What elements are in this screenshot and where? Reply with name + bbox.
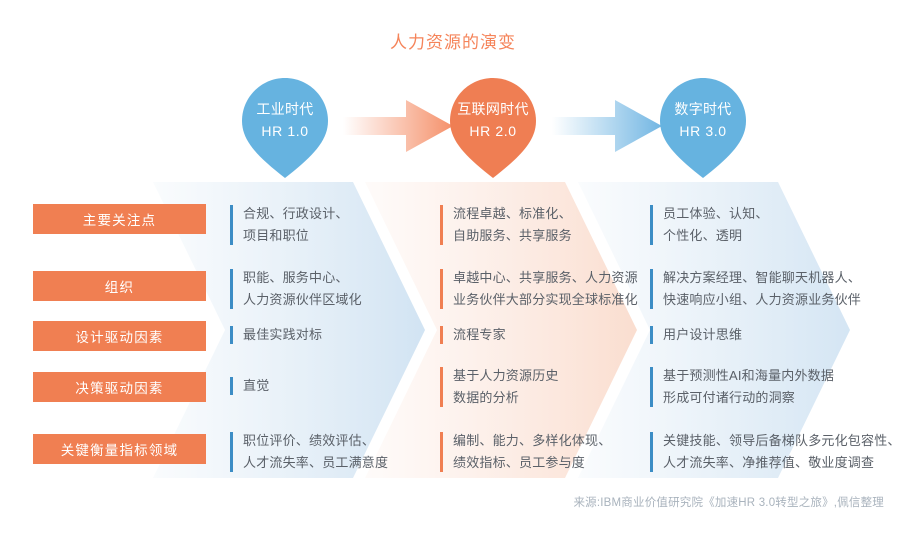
stage-pin-text: 互联网时代 HR 2.0: [450, 99, 536, 142]
map-pin-icon: [242, 78, 328, 178]
cell-text: 最佳实践对标: [243, 327, 323, 342]
cell-r1c2[interactable]: 流程卓越、标准化、 自助服务、共享服务: [440, 203, 572, 247]
cell-accent-bar: [650, 326, 653, 344]
cell-r5c1[interactable]: 职位评价、绩效评估、 人才流失率、员工满意度: [230, 430, 388, 474]
row-label-design-driver[interactable]: 设计驱动因素: [33, 321, 206, 351]
cell-text: 用户设计思维: [663, 327, 743, 342]
stage-pin-hr2[interactable]: 互联网时代 HR 2.0: [450, 78, 536, 178]
cell-r3c2[interactable]: 流程专家: [440, 324, 506, 346]
stage-pin-hr1[interactable]: 工业时代 HR 1.0: [242, 78, 328, 178]
cell-r5c3[interactable]: 关键技能、领导后备梯队多元化包容性、 人才流失率、净推荐值、敬业度调查: [650, 430, 901, 474]
row-label-decision-driver[interactable]: 决策驱动因素: [33, 372, 206, 402]
stage-version: HR 3.0: [679, 123, 727, 139]
cell-text: 职位评价、绩效评估、 人才流失率、员工满意度: [243, 433, 389, 470]
cell-r2c2[interactable]: 卓越中心、共享服务、人力资源 业务伙伴大部分实现全球标准化: [440, 267, 638, 311]
cell-accent-bar: [230, 205, 233, 245]
source-note: 来源:IBM商业价值研究院《加速HR 3.0转型之旅》,佩信整理: [573, 497, 884, 509]
cell-text: 编制、能力、多样化体现、 绩效指标、员工参与度: [453, 433, 612, 470]
cell-r3c3[interactable]: 用户设计思维: [650, 324, 742, 346]
cell-accent-bar: [230, 377, 233, 395]
cell-text: 流程卓越、标准化、 自助服务、共享服务: [453, 206, 572, 243]
connector-arrow-1: [343, 100, 453, 152]
cell-r3c1[interactable]: 最佳实践对标: [230, 324, 322, 346]
cell-accent-bar: [230, 432, 233, 472]
cell-r1c1[interactable]: 合规、行政设计、 项目和职位: [230, 203, 349, 247]
cell-accent-bar: [650, 205, 653, 245]
cell-text: 合规、行政设计、 项目和职位: [243, 206, 349, 243]
cell-accent-bar: [440, 269, 443, 309]
stage-name: 数字时代: [674, 101, 732, 117]
cell-accent-bar: [650, 367, 653, 407]
row-label-key-metrics[interactable]: 关键衡量指标领域: [33, 434, 206, 464]
stage-version: HR 2.0: [469, 123, 517, 139]
cell-text: 直觉: [243, 378, 270, 393]
row-label-organization[interactable]: 组织: [33, 271, 206, 301]
cell-r2c3[interactable]: 解决方案经理、智能聊天机器人、 快速响应小组、人力资源业务伙伴: [650, 267, 861, 311]
cell-text: 职能、服务中心、 人力资源伙伴区域化: [243, 270, 362, 307]
page-title: 人力资源的演变: [390, 33, 516, 52]
cell-accent-bar: [650, 432, 653, 472]
map-pin-icon: [450, 78, 536, 178]
cell-r4c1[interactable]: 直觉: [230, 375, 269, 397]
connector-arrow-2: [552, 100, 662, 152]
cell-accent-bar: [230, 269, 233, 309]
stage-pin-text: 数字时代 HR 3.0: [660, 99, 746, 142]
stage-pin-hr3[interactable]: 数字时代 HR 3.0: [660, 78, 746, 178]
cell-text: 解决方案经理、智能聊天机器人、 快速响应小组、人力资源业务伙伴: [663, 270, 862, 307]
cell-text: 关键技能、领导后备梯队多元化包容性、 人才流失率、净推荐值、敬业度调查: [663, 433, 901, 470]
cell-accent-bar: [230, 326, 233, 344]
cell-accent-bar: [440, 432, 443, 472]
cell-text: 基于预测性AI和海量内外数据 形成可付诸行动的洞察: [663, 368, 835, 405]
row-label-focus[interactable]: 主要关注点: [33, 204, 206, 234]
cell-r2c1[interactable]: 职能、服务中心、 人力资源伙伴区域化: [230, 267, 362, 311]
cell-r5c2[interactable]: 编制、能力、多样化体现、 绩效指标、员工参与度: [440, 430, 611, 474]
cell-accent-bar: [440, 205, 443, 245]
cell-r1c3[interactable]: 员工体验、认知、 个性化、透明: [650, 203, 769, 247]
stage-pin-text: 工业时代 HR 1.0: [242, 99, 328, 142]
cell-text: 流程专家: [453, 327, 506, 342]
stage-name: 工业时代: [256, 101, 314, 117]
cell-r4c3[interactable]: 基于预测性AI和海量内外数据 形成可付诸行动的洞察: [650, 365, 834, 409]
cell-r4c2[interactable]: 基于人力资源历史 数据的分析: [440, 365, 559, 409]
cell-text: 基于人力资源历史 数据的分析: [453, 368, 559, 405]
cell-accent-bar: [440, 326, 443, 344]
cell-text: 员工体验、认知、 个性化、透明: [663, 206, 769, 243]
cell-accent-bar: [650, 269, 653, 309]
cell-text: 卓越中心、共享服务、人力资源 业务伙伴大部分实现全球标准化: [453, 270, 638, 307]
cell-accent-bar: [440, 367, 443, 407]
map-pin-icon: [660, 78, 746, 178]
stage-version: HR 1.0: [261, 123, 309, 139]
stage-name: 互联网时代: [457, 101, 529, 117]
